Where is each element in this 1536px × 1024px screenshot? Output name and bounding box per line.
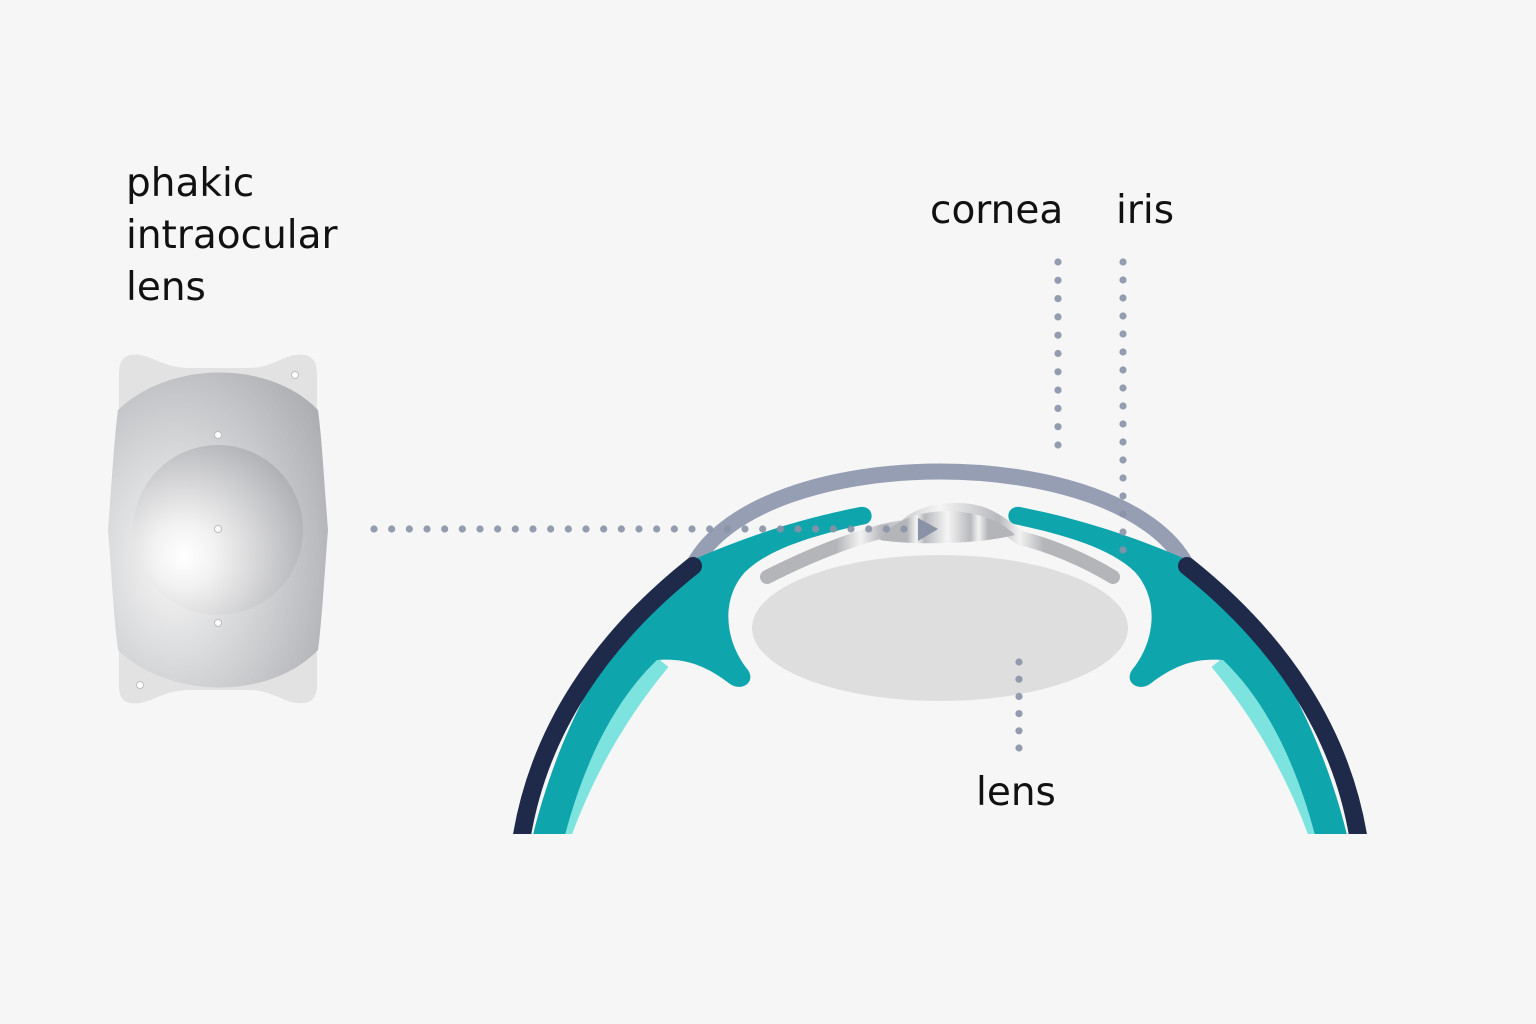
leader-dot-cornea: [1054, 258, 1062, 266]
leader-dot-cornea: [1054, 331, 1062, 339]
leader-dot-lens: [1015, 658, 1023, 666]
leader-dot-iris: [1119, 420, 1127, 428]
leader-dot-implant: [388, 525, 396, 533]
phakic-iol-illustration: [108, 354, 328, 704]
eye-cross-section: [500, 463, 1400, 864]
iol-hole: [136, 681, 144, 689]
label-line: phakic: [126, 161, 255, 206]
sclera-right: [1178, 557, 1367, 844]
leader-dot-implant: [794, 525, 802, 533]
leader-dot-implant: [547, 525, 555, 533]
leader-dot-implant: [706, 525, 714, 533]
leader-dot-iris: [1119, 366, 1127, 374]
leader-dot-implant: [670, 525, 678, 533]
leader-dot-implant: [476, 525, 484, 533]
leader-dot-implant: [776, 525, 784, 533]
leader-dot-implant: [723, 525, 731, 533]
cornea-arc: [685, 463, 1195, 574]
implanted-iol: [760, 502, 1120, 584]
leader-dot-iris: [1119, 456, 1127, 464]
label-line: intraocular: [126, 213, 338, 258]
leader-dot-implant: [405, 525, 413, 533]
leader-dot-implant: [600, 525, 608, 533]
leader-dot-iris: [1119, 546, 1127, 554]
leader-dot-implant: [759, 525, 767, 533]
pointer-arrow-icon: [918, 518, 938, 541]
leader-dot-cornea: [1054, 368, 1062, 376]
leader-dot-lens: [1015, 692, 1023, 701]
leader-dot-lens: [1015, 727, 1023, 735]
leader-dot-lens: [1015, 675, 1023, 683]
implanted-iol-optic: [880, 511, 1015, 544]
leader-dot-cornea: [1054, 423, 1062, 431]
label-phakic-intraocular-lens: phakic intraocular lens: [126, 158, 338, 314]
leader-dot-implant: [511, 525, 519, 533]
leader-dot-iris: [1119, 294, 1127, 302]
leader-dot-implant: [617, 525, 625, 533]
leader-dot-implant: [900, 525, 908, 533]
leader-dot-implant: [458, 525, 466, 533]
leader-dot-iris: [1119, 348, 1127, 356]
leader-dot-cornea: [1054, 276, 1062, 284]
leader-dot-implant: [582, 525, 590, 533]
iol-hole: [291, 371, 299, 379]
leader-dot-implant: [370, 525, 378, 533]
leader-dot-implant: [812, 525, 820, 533]
leader-dot-iris: [1119, 474, 1127, 482]
leader-dot-iris: [1119, 438, 1127, 446]
leader-dot-implant: [494, 525, 502, 533]
bottom-crop: [500, 834, 1400, 864]
leader-dot-iris: [1119, 312, 1127, 320]
leader-dot-lens: [1015, 710, 1023, 718]
label-iris: iris: [1116, 188, 1175, 233]
iol-hole: [214, 431, 222, 439]
leader-dot-implant: [653, 525, 661, 533]
leader-dot-implant: [865, 525, 873, 533]
leader-dot-implant: [847, 525, 855, 533]
leader-dot-implant: [423, 525, 431, 533]
leader-dot-iris: [1119, 258, 1127, 266]
leader-dot-iris: [1119, 492, 1127, 500]
leader-dot-cornea: [1054, 441, 1062, 449]
leader-dot-iris: [1119, 402, 1127, 410]
leader-dot-cornea: [1054, 404, 1062, 412]
leader-dot-cornea: [1054, 349, 1062, 358]
leader-dot-implant: [529, 525, 537, 533]
leader-dot-implant: [688, 525, 696, 533]
leader-dot-implant: [741, 525, 749, 533]
leader-dot-iris: [1119, 528, 1127, 536]
leader-dot-lens: [1015, 744, 1023, 752]
leader-dot-cornea: [1054, 295, 1062, 303]
leader-dot-implant: [882, 525, 890, 533]
sclera-left: [513, 557, 702, 844]
leader-dot-iris: [1119, 510, 1127, 518]
label-line: lens: [126, 265, 206, 310]
leader-dot-implant: [441, 525, 449, 533]
iol-hole: [214, 525, 222, 533]
leader-dot-iris: [1119, 330, 1127, 338]
leader-dot-cornea: [1054, 386, 1062, 394]
leader-dot-iris: [1119, 384, 1127, 392]
leader-lines: [370, 258, 1127, 752]
iol-hole: [214, 619, 222, 627]
leader-dot-iris: [1119, 276, 1127, 284]
leader-dot-implant: [829, 525, 837, 533]
leader-dot-implant: [564, 525, 572, 533]
label-lens: lens: [976, 770, 1056, 815]
label-cornea: cornea: [930, 188, 1064, 233]
leader-dot-cornea: [1054, 313, 1062, 321]
leader-dot-implant: [635, 525, 643, 533]
natural-lens: [752, 555, 1128, 701]
